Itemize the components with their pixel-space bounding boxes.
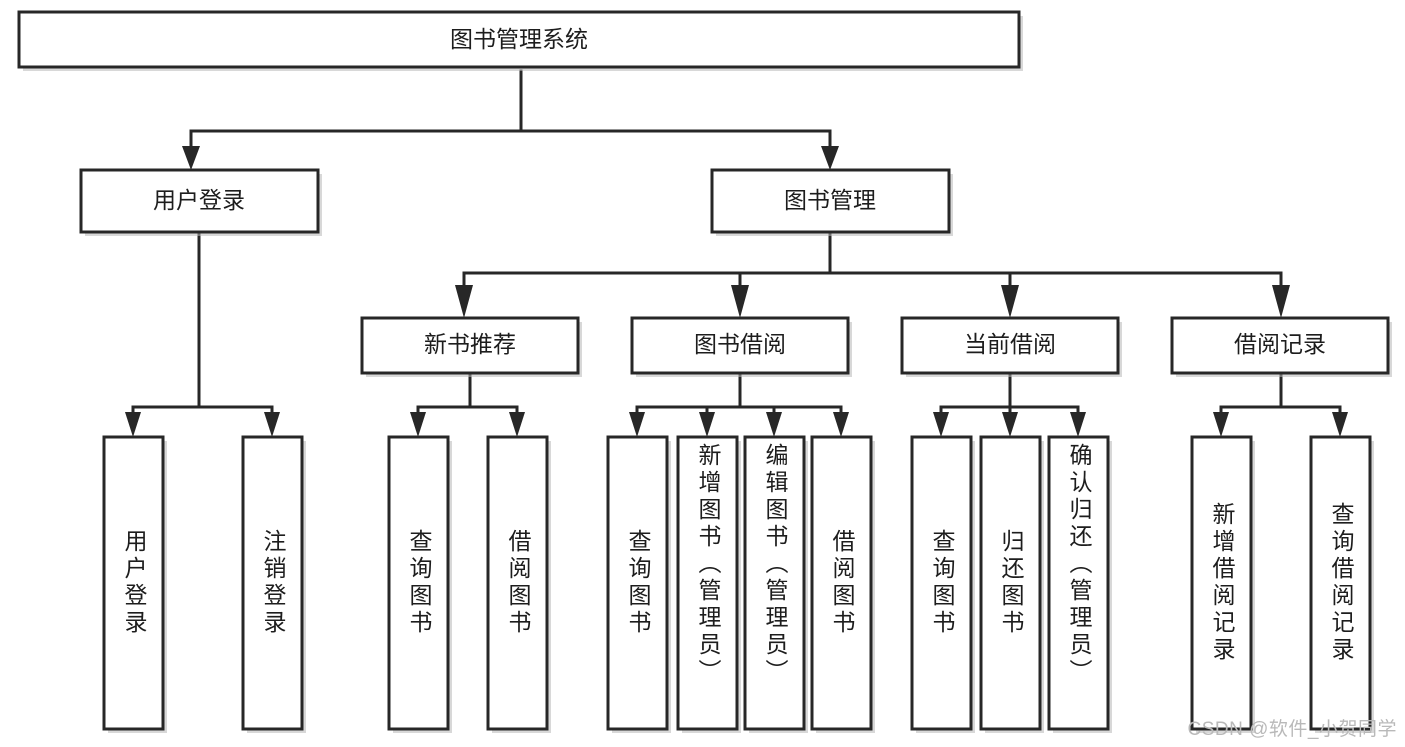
leaf-logout-box[interactable]	[241, 435, 304, 731]
csdn-watermark: CSDN @软件_小贺同学	[1187, 719, 1397, 740]
leaf-cb-confirm-box[interactable]	[1047, 435, 1110, 731]
arrow-head-leaf-cb-confirm	[1070, 412, 1086, 437]
leaf-bb-borrow-box[interactable]	[810, 435, 873, 731]
node-new-book-recommend-box[interactable]	[360, 316, 580, 375]
arrow-head-borrow-record	[1272, 285, 1290, 318]
leaf-nb-borrow-box[interactable]	[486, 435, 549, 731]
arrow-head-new-book-recommend	[455, 285, 473, 318]
node-book-borrow[interactable]: 图书借阅	[630, 316, 852, 377]
leaf-node-nb-borrow-book[interactable]	[486, 435, 551, 733]
arrow-head-leaf-br-query	[1332, 412, 1348, 437]
node-current-borrow-label: 当前借阅	[964, 331, 1056, 357]
node-new-book-recommend[interactable]: 新书推荐	[360, 316, 582, 377]
node-root-label: 图书管理系统	[450, 26, 588, 52]
node-book-manage-box[interactable]	[710, 168, 951, 234]
leaf-node-logout[interactable]	[241, 435, 306, 733]
arrow-head-leaf-user-login	[125, 412, 141, 437]
leaf-nb-query-box[interactable]	[387, 435, 450, 731]
node-borrow-record[interactable]: 借阅记录	[1170, 316, 1392, 377]
node-book-manage-label: 图书管理	[784, 187, 876, 213]
leaf-cb-return-box[interactable]	[979, 435, 1042, 731]
arrow-head-leaf-bb-add	[699, 412, 715, 437]
leaf-node-cb-confirm-return[interactable]	[1047, 435, 1112, 733]
arrow-head-leaf-nb-query	[410, 412, 426, 437]
node-book-manage[interactable]: 图书管理	[710, 168, 953, 236]
arrow-head-leaf-bb-borrow	[833, 412, 849, 437]
node-root-box[interactable]	[17, 10, 1021, 69]
leaf-node-br-query-record[interactable]	[1309, 435, 1374, 733]
leaf-node-bb-borrow-book[interactable]	[810, 435, 875, 733]
node-user-login-box[interactable]	[79, 168, 320, 234]
arrow-head-leaf-br-add	[1213, 412, 1229, 437]
node-root[interactable]: 图书管理系统	[17, 10, 1023, 71]
leaf-cb-query-box[interactable]	[910, 435, 973, 731]
leaf-br-add-box[interactable]	[1190, 435, 1253, 731]
leaf-node-cb-return-book[interactable]	[979, 435, 1044, 733]
arrow-head-user-login	[182, 146, 200, 170]
leaf-user-login-box[interactable]	[102, 435, 165, 731]
node-book-borrow-label: 图书借阅	[694, 331, 786, 357]
arrow-head-book-manage	[821, 146, 839, 170]
node-new-book-recommend-label: 新书推荐	[424, 331, 516, 357]
leaf-node-nb-query-book[interactable]	[387, 435, 452, 733]
node-current-borrow[interactable]: 当前借阅	[900, 316, 1122, 377]
connector-layer	[125, 69, 1348, 437]
arrow-head-leaf-logout	[264, 412, 280, 437]
arrow-head-leaf-bb-edit	[766, 412, 782, 437]
leaf-node-bb-add-book[interactable]	[676, 435, 741, 733]
leaf-bb-add-box[interactable]	[676, 435, 739, 731]
leaf-bb-query-box[interactable]	[606, 435, 669, 731]
node-borrow-record-box[interactable]	[1170, 316, 1390, 375]
leaf-node-bb-query-book[interactable]	[606, 435, 671, 733]
node-user-login-label: 用户登录	[153, 187, 245, 213]
node-borrow-record-label: 借阅记录	[1234, 331, 1326, 357]
leaf-bb-edit-box[interactable]	[743, 435, 806, 731]
arrow-head-book-borrow	[731, 285, 749, 318]
node-book-borrow-box[interactable]	[630, 316, 850, 375]
arrow-head-leaf-cb-query	[933, 412, 949, 437]
arrow-head-leaf-bb-query	[629, 412, 645, 437]
leaf-node-br-add-record[interactable]	[1190, 435, 1255, 733]
arrow-head-leaf-nb-borrow	[509, 412, 525, 437]
leaf-node-user-login[interactable]	[102, 435, 167, 733]
arrow-head-current-borrow	[1001, 285, 1019, 318]
node-current-borrow-box[interactable]	[900, 316, 1120, 375]
leaf-br-query-box[interactable]	[1309, 435, 1372, 731]
leaf-node-bb-edit-book[interactable]	[743, 435, 808, 733]
leaf-node-cb-query-book[interactable]	[910, 435, 975, 733]
arrow-head-leaf-cb-return	[1002, 412, 1018, 437]
node-user-login[interactable]: 用户登录	[79, 168, 322, 236]
